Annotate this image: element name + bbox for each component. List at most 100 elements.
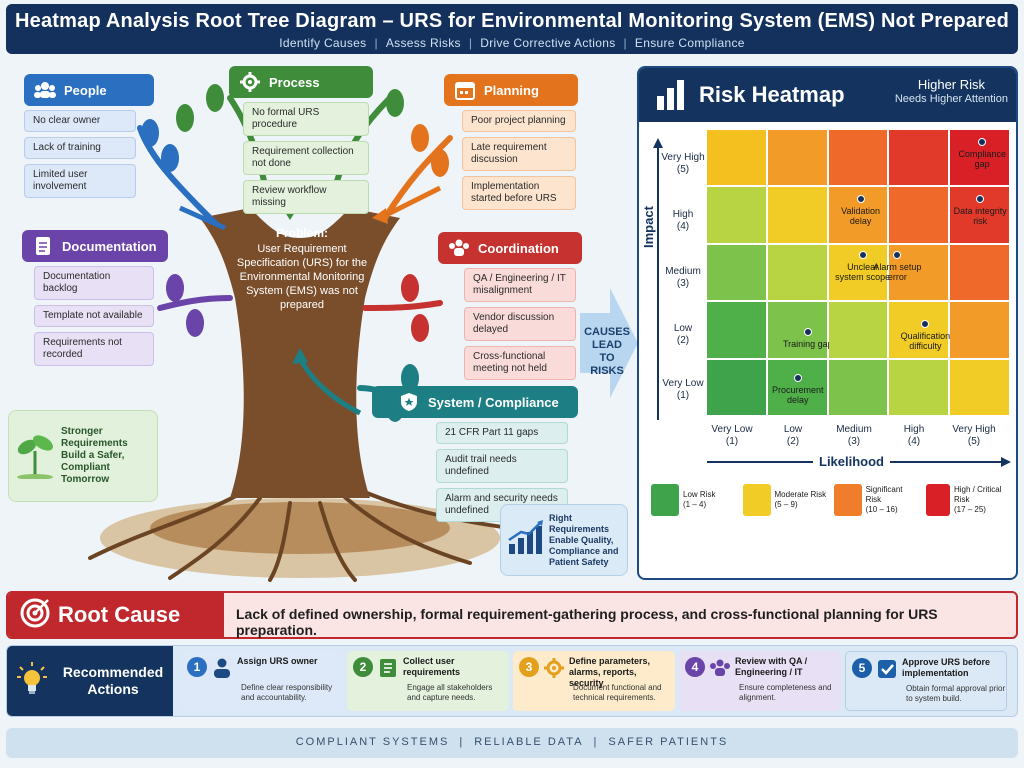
action-card-1: 1 Assign URS owner Define clear responsi… [181,651,343,711]
cause-item: Lack of training [24,137,136,159]
impact-label-very-high: Very High (5) [655,152,711,176]
cause-item: Requirement collection not done [243,141,369,175]
gear-icon [543,657,565,679]
legend-swatch [834,484,862,516]
person-icon [211,657,233,679]
page-title: Heatmap Analysis Root Tree Diagram – URS… [14,10,1009,32]
likelihood-level-num: (5) [967,436,981,447]
right-requirements-note: Right Requirements Enable Quality, Compl… [500,504,628,576]
likelihood-label-very-high: Very High (5) [949,424,999,448]
subtitle-item: Assess Risks [385,36,461,50]
likelihood-level-name: Very High [952,424,996,435]
team-icon [709,657,731,679]
likelihood-label-high: High (4) [889,424,939,448]
target-icon [20,598,50,633]
likelihood-level-num: (2) [786,436,800,447]
header-banner: Heatmap Analysis Root Tree Diagram – URS… [6,4,1018,54]
cause-item: Poor project planning [462,110,576,132]
risk-dot [858,250,867,259]
action-title: Approve URS before implementation [902,657,991,678]
action-number: 1 [187,657,207,677]
category-header: People [24,74,154,106]
stronger-requirements-note: Stronger Requirements Build a Safer, Com… [8,410,158,502]
likelihood-label-low: Low (2) [768,424,818,448]
legend-text: Moderate Risk(5 – 9) [775,490,827,510]
shield-star-icon [398,391,420,413]
heatmap-cell [767,130,827,186]
cause-item: Cross-functional meeting not held [464,346,576,380]
people-icon [34,79,56,101]
category-header: Documentation [22,230,168,262]
subtitle-separator: | [374,36,378,50]
footer-separator: | [459,736,465,748]
risk-label: Validation delay [841,206,881,227]
heatmap-cell [707,359,766,415]
legend-text: High / Critical Risk(17 – 25) [954,485,1011,515]
legend-label: Significant Risk [865,485,903,504]
subtitle-separator: | [468,36,473,50]
cause-item: Vendor discussion delayed [464,307,576,341]
action-card-2: 2 Collect user requirements Engage all s… [347,651,509,711]
subtitle-item: Ensure Compliance [634,36,745,50]
heatmap-title: Risk Heatmap [699,82,845,107]
risk-point: Procurement delay [770,373,826,405]
heatmap-cell [707,244,766,301]
impact-level-num: (2) [676,335,690,346]
likelihood-level-name: High [903,424,925,435]
likelihood-level-name: Very Low [711,424,753,435]
risk-label: Compliance gap [958,149,1006,169]
legend-text: Significant Risk(10 – 16) [866,485,920,515]
footer-separator: | [593,736,599,748]
cause-item: QA / Engineering / IT misalignment [464,268,576,302]
check-box-icon [876,658,898,680]
category-system-compliance: System / Compliance 21 CFR Part 11 gaps … [372,386,578,522]
legend-item-low: Low Risk(1 – 4) [651,484,737,516]
heatmap-cell: Alarm setup error [873,244,949,301]
legend-text: Low Risk(1 – 4) [683,490,715,510]
lightbulb-icon [17,661,47,701]
cause-item: Limited user involvement [24,164,136,198]
legend-range: (1 – 4) [683,500,707,509]
root-tree-diagram: People No clear owner Lack of training L… [0,58,638,583]
likelihood-level-num: (3) [847,436,861,447]
footer-banner: COMPLIANT SYSTEMS|RELIABLE DATA|SAFER PA… [6,728,1018,758]
heatmap-note: Higher Risk Needs Higher Attention [895,78,1008,106]
action-number: 3 [519,657,539,677]
category-planning: Planning Poor project planning Late requ… [444,74,578,210]
growth-chart-icon [507,519,545,561]
impact-label-high: High (4) [655,209,711,233]
action-number: 5 [852,658,872,678]
problem-statement: Problem: User Requirement Specification … [236,226,368,312]
cause-item: Requirements not recorded [34,332,154,366]
recommended-actions-bar: Recommended Actions 1 Assign URS owner D… [6,645,1018,717]
root-cause-label-block: Root Cause [8,593,224,637]
legend-swatch [742,484,771,516]
impact-level-name: Low [673,323,693,334]
heatmap-cell [707,130,766,186]
heatmap-cell [707,302,766,358]
risk-dot [976,195,985,204]
recommended-actions-label-block: Recommended Actions [7,646,173,716]
impact-level-num: (5) [676,164,690,175]
heatmap-cell [889,359,949,415]
category-header: Coordination [438,232,582,264]
legend-range: (10 – 16) [865,505,898,514]
category-people: People No clear owner Lack of training L… [24,74,154,198]
heatmap-cell [950,302,1009,358]
action-description: Obtain formal approval prior to system b… [906,684,1006,703]
category-items: QA / Engineering / IT misalignment Vendo… [464,268,576,380]
likelihood-level-name: Low [783,424,803,435]
legend-label: High / Critical Risk [953,485,1002,504]
action-title: Review with QA / Engineering / IT [735,656,808,677]
legend-swatch [651,484,679,516]
risk-label: Alarm setup error [873,261,922,282]
heatmap-cell: Compliance gap [950,130,1009,186]
category-documentation: Documentation Documentation backlog Temp… [22,230,168,366]
risk-dot [893,250,902,259]
impact-level-name: High [672,209,694,220]
risk-label: Procurement delay [772,384,824,405]
impact-level-num: (4) [676,221,690,232]
category-items: Documentation backlog Template not avail… [34,266,154,366]
heatmap-cell [828,359,888,415]
